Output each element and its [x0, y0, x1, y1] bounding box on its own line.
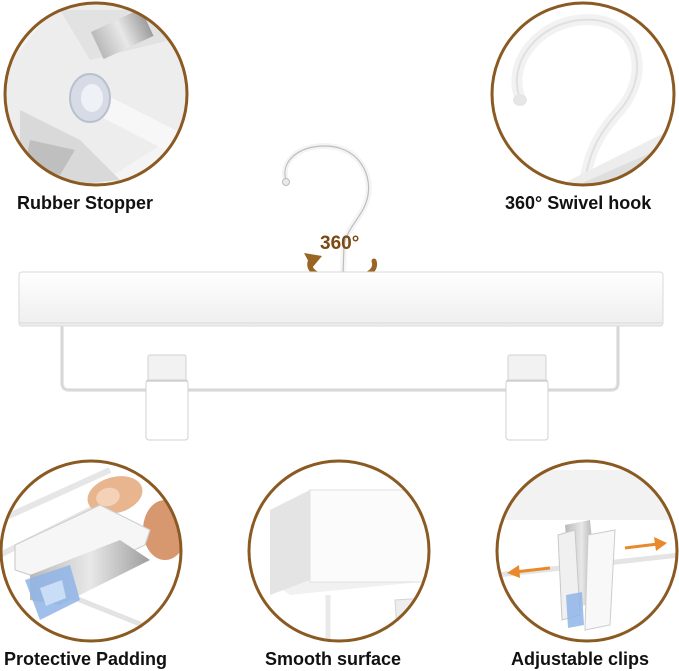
- rubber-stopper-detail: [3, 1, 189, 187]
- protective-padding-label: Protective Padding: [4, 649, 168, 669]
- adjustable-clips-label: Adjustable clips: [511, 649, 650, 669]
- adjustable-clips-detail: [495, 459, 679, 643]
- swivel-hook-label: 360° Swivel hook: [505, 193, 652, 213]
- rubber-stopper-label: Rubber Stopper: [17, 193, 154, 213]
- smooth-surface-label: Smooth surface: [265, 649, 402, 669]
- detail-circle-frame: [0, 459, 183, 643]
- arrow-left-icon: [514, 566, 551, 574]
- rotation-badge: 360°: [320, 233, 360, 254]
- detail-circle-frame: [247, 459, 431, 643]
- hanger-main: [18, 142, 664, 441]
- detail-circle-frame: [495, 459, 679, 643]
- smooth-surface-detail: [247, 459, 431, 643]
- swivel-hook-detail: [490, 1, 676, 187]
- detail-circle-frame: [490, 1, 676, 187]
- protective-padding-detail: [0, 459, 183, 643]
- detail-circle-frame: [3, 1, 189, 187]
- arrow-right-icon: [624, 542, 659, 550]
